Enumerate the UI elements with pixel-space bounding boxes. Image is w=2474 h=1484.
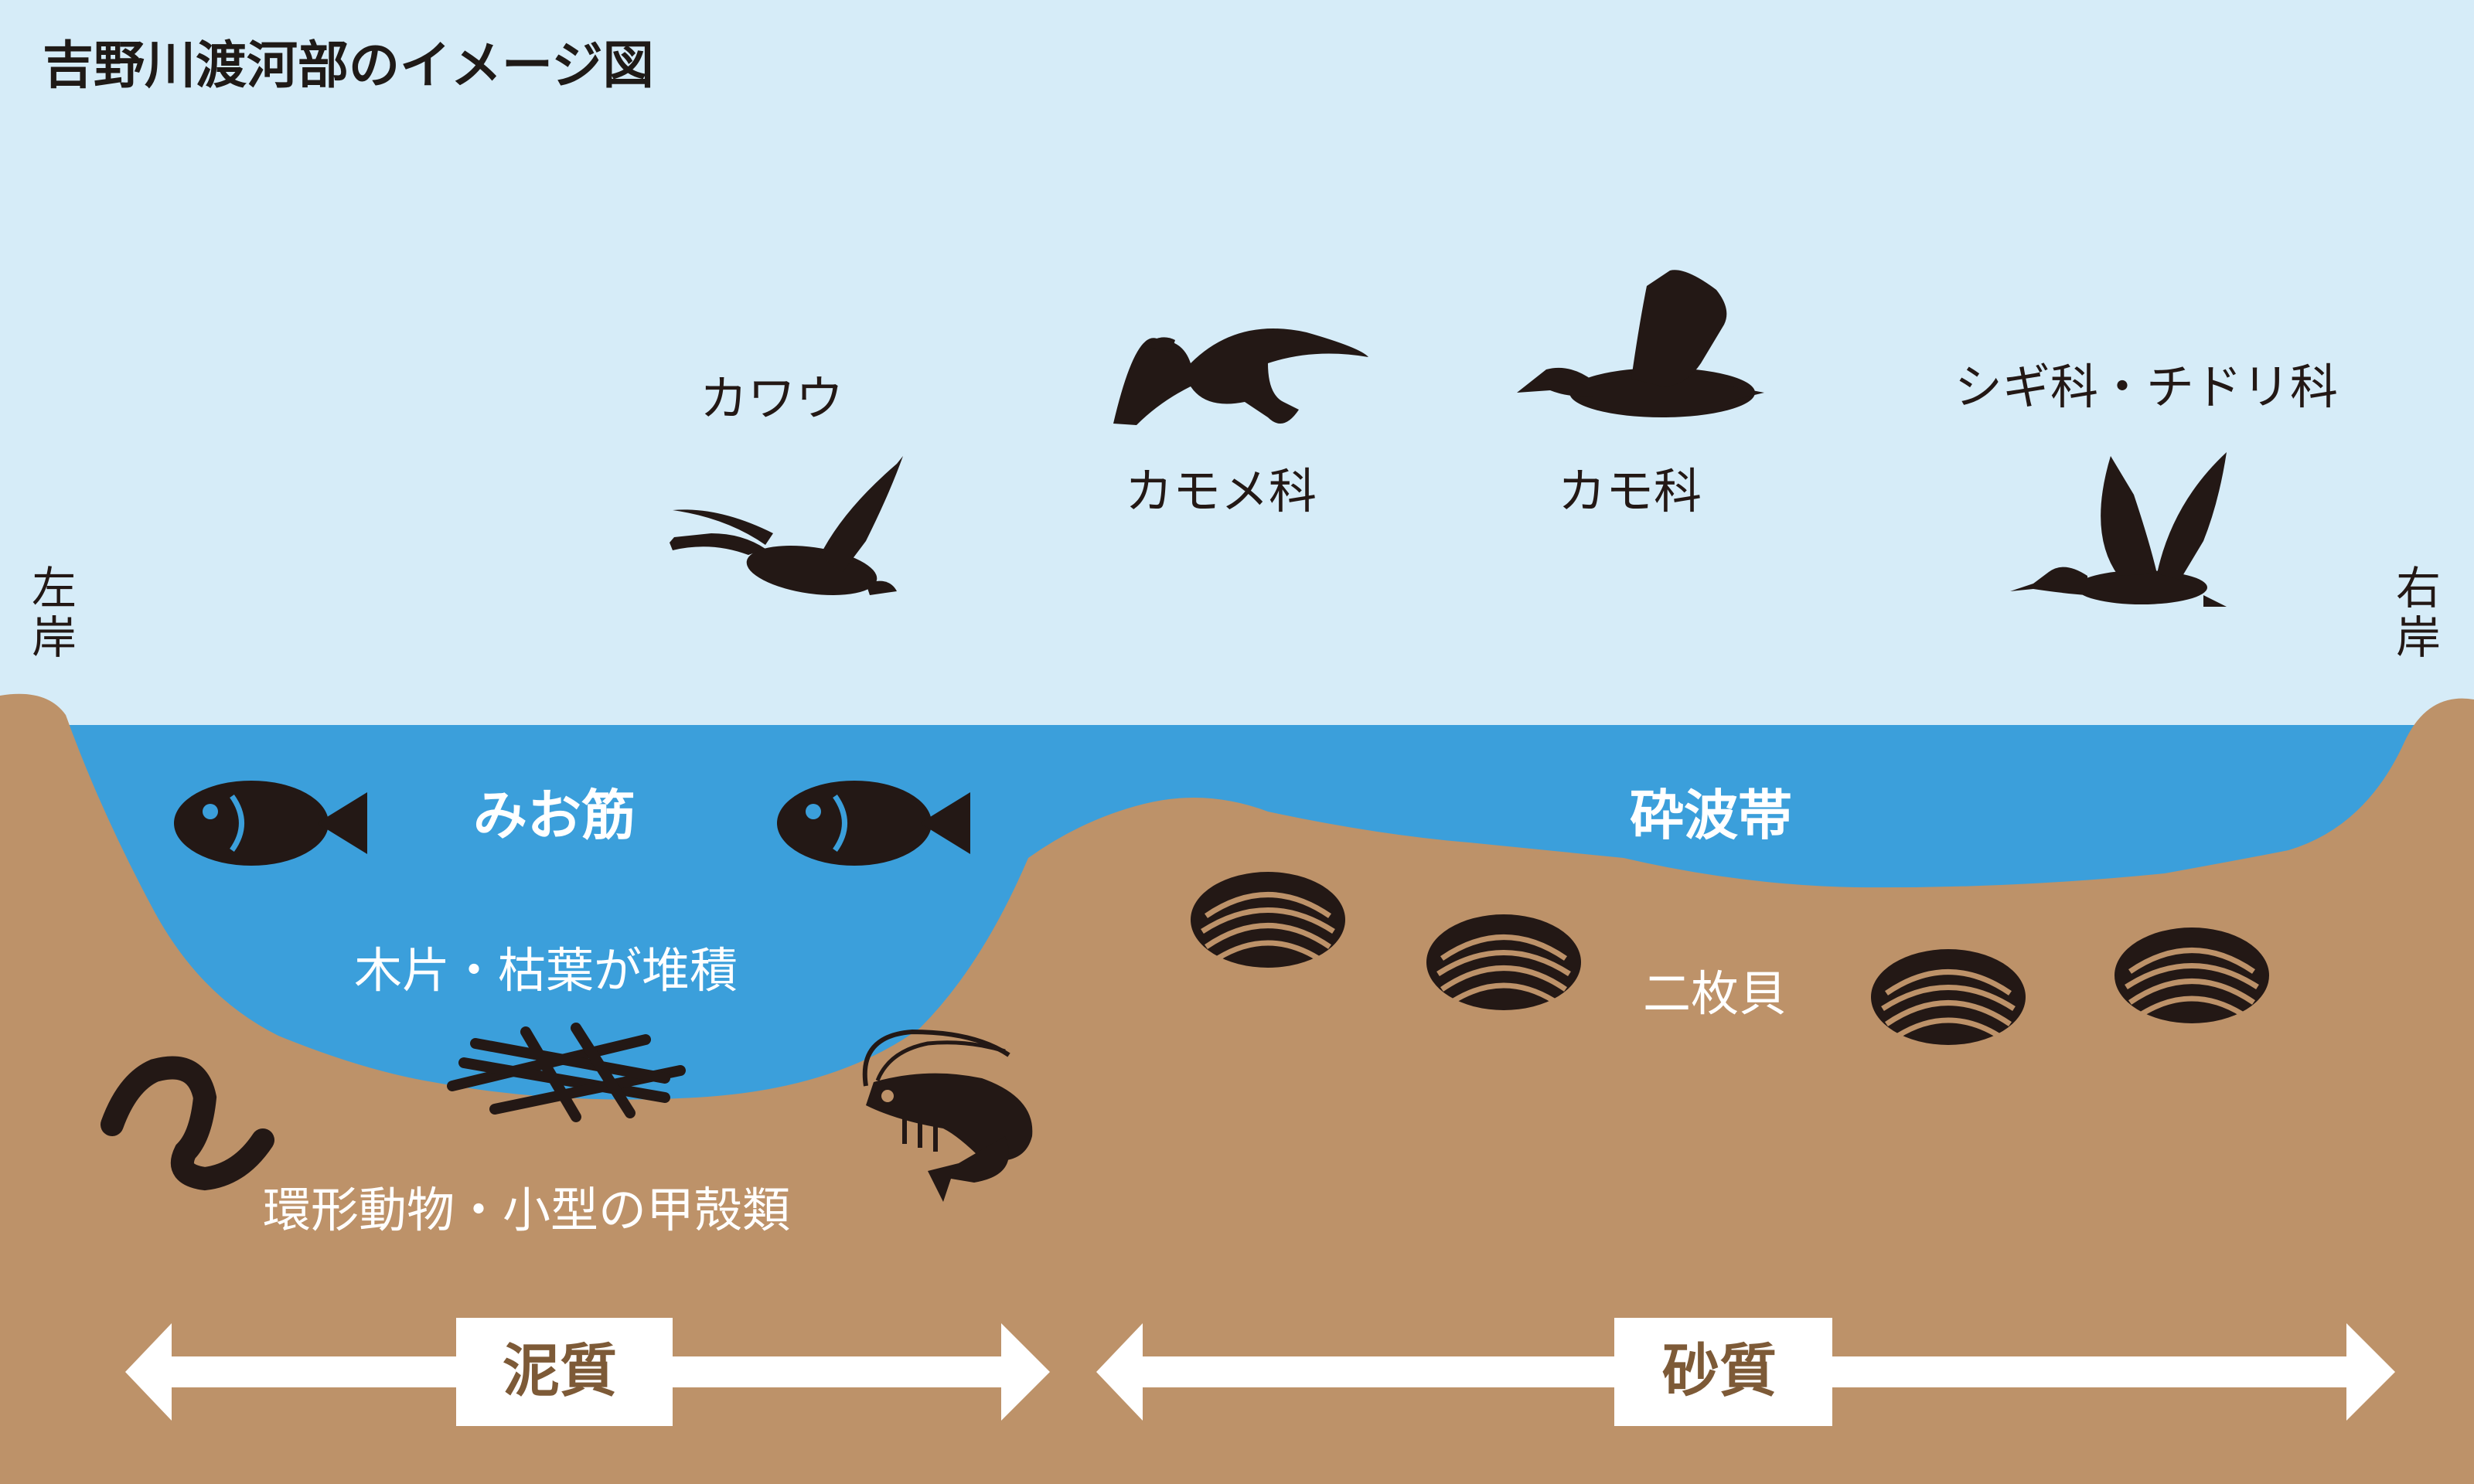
debris-label: 木片・枯葉が堆積 — [354, 947, 738, 995]
bird-label-gull: カモメ科 — [1125, 468, 1317, 516]
bird-label-duck: カモ科 — [1558, 468, 1702, 516]
bird-label-cormorant: カワウ — [700, 375, 843, 423]
left-bank-label: 左岸 — [27, 564, 81, 663]
surf-zone-label: 砕波帯 — [1630, 788, 1792, 842]
mud-label: 泥質 — [503, 1343, 617, 1400]
channel-label: みお筋 — [473, 788, 636, 842]
benthos-label: 環形動物・小型の甲殻類 — [263, 1186, 790, 1234]
clam-icon — [1426, 914, 1581, 1010]
clam-icon — [2114, 928, 2269, 1023]
diagram-title: 吉野川渡河部のイメージ図 — [43, 40, 654, 91]
clam-icon — [1871, 949, 2026, 1045]
right-bank-label: 右岸 — [2391, 564, 2445, 663]
bird-label-sandpiper: シギ科・チドリ科 — [1954, 363, 2338, 411]
bivalve-label: 二枚貝 — [1643, 970, 1787, 1018]
sand-label: 砂質 — [1662, 1343, 1777, 1400]
clam-icon — [1191, 872, 1345, 968]
